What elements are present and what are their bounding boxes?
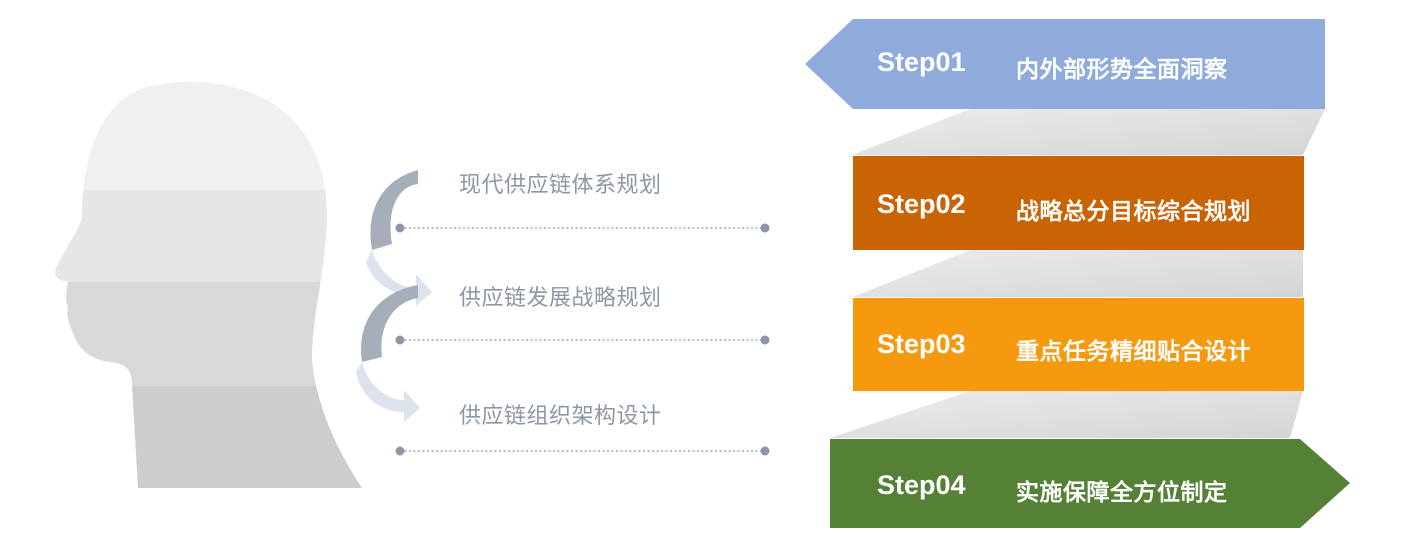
dotted-line-3-end-dot xyxy=(760,446,770,456)
step-4-bar xyxy=(830,439,1350,528)
dotted-line-2-start-dot xyxy=(395,335,405,345)
step-bars xyxy=(805,19,1350,528)
head-band-middle xyxy=(55,190,363,282)
step-1-bar xyxy=(805,19,1325,109)
dotted-line-1-end-dot xyxy=(760,223,770,233)
dotted-lines xyxy=(395,223,770,456)
label-strategy-planning: 供应链发展战略规划 xyxy=(459,286,662,311)
step-2-number: Step02 xyxy=(877,189,966,219)
arrow-2-tail xyxy=(361,285,418,362)
head-band-neck xyxy=(55,386,363,488)
head-band-top xyxy=(55,81,363,190)
step-1-number: Step01 xyxy=(877,47,966,77)
step-2-title: 战略总分目标综合规划 xyxy=(1016,199,1251,225)
step-2-bar xyxy=(853,156,1304,250)
connector-1-2 xyxy=(852,109,1325,155)
curved-arrows xyxy=(356,170,432,422)
dotted-line-3-start-dot xyxy=(395,446,405,456)
step-4-title: 实施保障全方位制定 xyxy=(1016,480,1228,506)
arrow-1-tail xyxy=(370,170,418,250)
head-silhouette xyxy=(55,81,363,488)
step-3-bar xyxy=(853,298,1304,391)
step-connectors xyxy=(830,109,1325,438)
arrow-2-head xyxy=(356,362,420,422)
step-3-title: 重点任务精细贴合设计 xyxy=(1016,339,1251,365)
connector-2-3 xyxy=(853,250,1303,297)
step-3-number: Step03 xyxy=(877,329,966,359)
label-organization-design: 供应链组织架构设计 xyxy=(459,404,662,429)
dotted-line-1-start-dot xyxy=(395,223,405,233)
step-4-number: Step04 xyxy=(877,470,966,500)
step-1-title: 内外部形势全面洞察 xyxy=(1016,57,1228,83)
connector-3-4 xyxy=(830,391,1303,438)
dotted-line-2-end-dot xyxy=(760,335,770,345)
label-system-planning: 现代供应链体系规划 xyxy=(459,173,662,198)
